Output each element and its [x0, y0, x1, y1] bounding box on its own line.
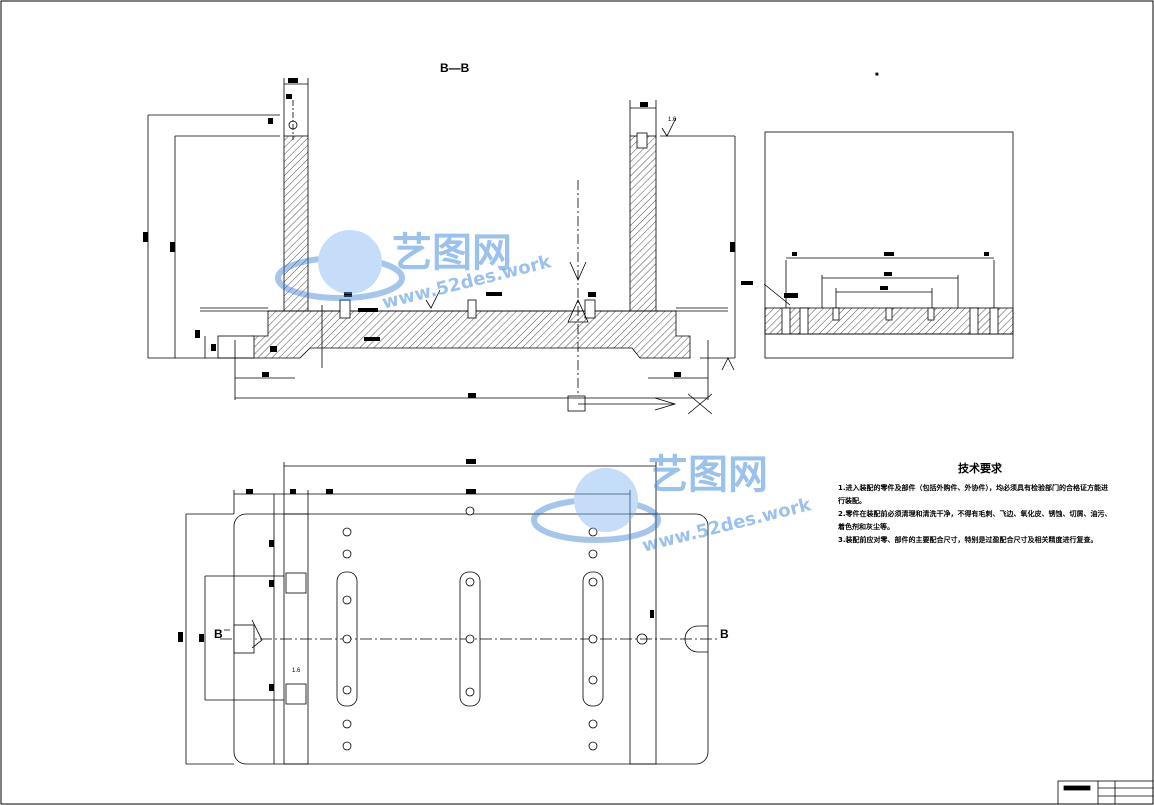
section-view-bb	[147, 78, 736, 415]
tech-requirements-notes: 1.进入装配的零件及部件（包括外购件、外协件），均必须具有检验部门的合格证方能进…	[838, 482, 1113, 547]
plan-view	[185, 462, 720, 765]
watermark-logo-2: 艺图网	[648, 452, 768, 498]
right-upright	[629, 135, 657, 312]
watermark-globe-2	[531, 468, 661, 543]
title-block	[1057, 780, 1154, 805]
side-view	[763, 131, 1014, 359]
section-title: B—B	[440, 61, 470, 75]
small-marker-label: ■	[875, 72, 879, 78]
left-upright	[283, 135, 309, 312]
plan-dim-labels	[178, 459, 654, 691]
tech-note-2: 2.零件在装配前必须清理和清洗干净，不得有毛刺、飞边、氧化皮、锈蚀、切屑、油污、…	[838, 510, 1112, 531]
tech-note-1: 1.进入装配的零件及部件（包括外购件、外协件），均必须具有检验部门的合格证方能进…	[838, 484, 1109, 505]
section-mark-left: B	[214, 627, 223, 641]
plan-holes	[342, 506, 598, 751]
tech-note-3: 3.装配前应对零、部件的主要配合尺寸，特别是过盈配合尺寸及相关精度进行复查。	[838, 536, 1098, 544]
side-view-frame	[764, 131, 1014, 359]
roughness-label-top: 1.6	[668, 117, 677, 123]
side-view-dim-labels	[741, 252, 989, 298]
watermark-logo-1: 艺图网	[392, 230, 512, 276]
watermark-globe-1	[275, 230, 405, 301]
tech-requirements-title: 技术要求	[958, 462, 1002, 475]
roughness-label-plan: 1.6	[292, 668, 301, 674]
dimension-labels	[143, 78, 735, 398]
section-mark-right: B	[720, 627, 729, 641]
